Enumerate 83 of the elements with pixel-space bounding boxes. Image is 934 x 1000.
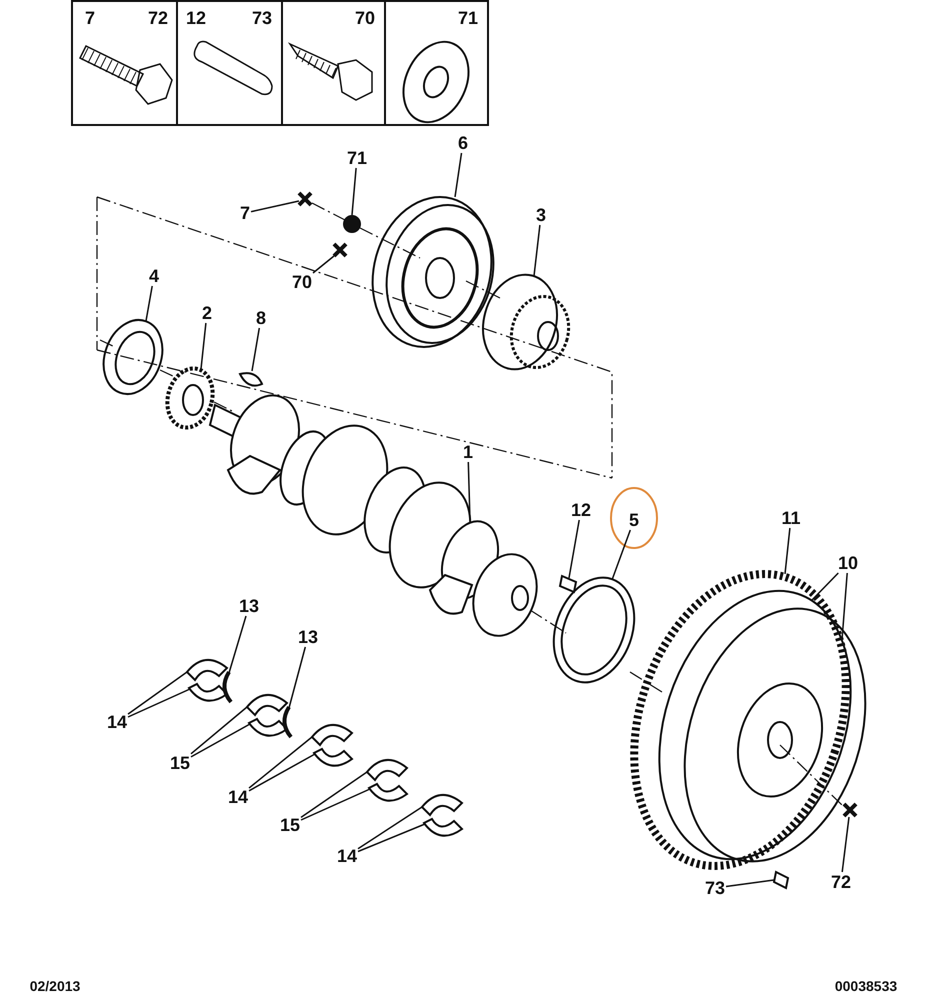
callout-number: 15 (280, 816, 300, 834)
key-drawing (239, 372, 263, 387)
leader-line (128, 671, 188, 715)
part-number-label: 70 (354, 9, 376, 27)
leader-line (190, 723, 250, 758)
document-number: 00038533 (834, 979, 898, 993)
leader-line (841, 816, 850, 872)
part-number-label: 72 (148, 9, 168, 27)
date-label: 02/2013 (30, 979, 80, 993)
leader-line (145, 286, 153, 322)
callout-number: 14 (336, 847, 358, 865)
bearing-shell-drawing (421, 794, 463, 816)
callout-number: 13 (238, 597, 260, 615)
part-number-label: 12 (186, 9, 206, 27)
bearing-shell-drawing (188, 683, 228, 702)
callout-number: 12 (570, 501, 592, 519)
bearing-shell-drawing (313, 748, 353, 767)
thrust-washer-drawing (282, 706, 293, 738)
bearing-shell-drawing (366, 758, 408, 781)
leader-line (251, 328, 260, 372)
callout-number: 73 (704, 879, 726, 897)
leader-line (358, 806, 422, 850)
part-number-label: 71 (458, 9, 478, 27)
callout-number: 71 (346, 149, 368, 167)
bearing-shell-drawing (423, 818, 463, 837)
leader-line (312, 255, 334, 274)
cross-mark (297, 191, 313, 207)
bearing-shell-drawing (186, 658, 228, 681)
bearing-shell-drawing (248, 718, 288, 737)
callout-number: 4 (149, 267, 159, 285)
pulley-drawing (372, 196, 494, 348)
leader-line (288, 646, 306, 708)
callout-number: 8 (256, 309, 266, 327)
callout-number: 2 (202, 304, 212, 322)
ring-gear-drawing (630, 570, 850, 870)
dowel-pin-drawing (772, 870, 790, 890)
callout-number: 7 (240, 204, 250, 222)
leader-line (190, 706, 248, 754)
bearing-shell-drawing (311, 724, 353, 746)
leader-line (300, 788, 370, 821)
callout-number: 6 (458, 134, 468, 152)
thrust-washer-drawing (222, 671, 233, 704)
part-number-label: 7 (85, 9, 95, 27)
bearing-shell-drawing (368, 783, 408, 802)
leader-line (200, 322, 207, 370)
callout-number: 11 (781, 509, 801, 527)
callout-number: 72 (830, 873, 852, 891)
gear-drawing (165, 366, 215, 430)
dowel-pin-drawing (558, 574, 578, 594)
callout-number: 15 (170, 754, 190, 772)
leader-line (248, 736, 312, 789)
leader-line (533, 224, 541, 276)
leader-line (468, 462, 471, 522)
callout-number: 1 (463, 443, 473, 461)
leader-line (128, 688, 190, 718)
leader-line (248, 753, 316, 792)
leader-line (358, 823, 426, 852)
leader-line (250, 200, 300, 212)
part-number-label: 73 (252, 9, 272, 27)
leader-line (568, 520, 580, 578)
callout-number: 5 (629, 511, 639, 529)
callout-number: 3 (536, 206, 546, 224)
leader-line (228, 616, 247, 674)
callout-number: 70 (292, 273, 312, 291)
leader-line (611, 530, 631, 580)
callout-number: 14 (106, 713, 128, 731)
cross-mark (332, 242, 348, 258)
bearing-shell-drawing (246, 694, 288, 716)
callout-number: 10 (838, 554, 858, 572)
callout-number: 14 (228, 788, 248, 806)
leader-line (351, 168, 357, 216)
dot-mark (343, 215, 361, 233)
oil-seal-drawing (102, 319, 164, 395)
leader-line (784, 528, 791, 574)
flywheel-drawing (658, 590, 866, 862)
callout-number: 13 (298, 628, 318, 646)
leader-line (300, 771, 368, 818)
sprocket-drawing (482, 274, 570, 370)
leader-line (454, 152, 462, 198)
leader-line (726, 879, 774, 888)
leader-line (841, 572, 848, 640)
oil-seal-drawing (552, 576, 636, 684)
cross-mark (842, 802, 858, 818)
